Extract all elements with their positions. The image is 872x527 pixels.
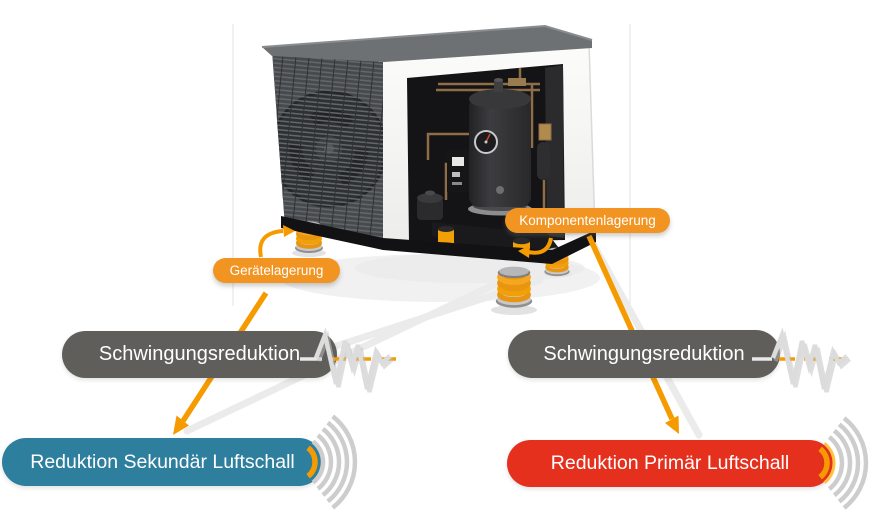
muffler	[537, 142, 550, 180]
primary-airborne-pill-text: Reduktion Primär Luftschall	[550, 452, 790, 474]
fan-grille	[272, 52, 383, 248]
arrowhead	[665, 415, 679, 434]
geraetelagerung-label-text: Gerätelagerung	[229, 263, 324, 278]
geraetelagerung-label: Gerätelagerung	[213, 258, 340, 283]
compressor	[468, 78, 532, 216]
cabinet-roof	[261, 24, 593, 62]
komponentenlagerung-label-text: Komponentenlagerung	[519, 213, 656, 228]
copper-piping	[426, 68, 546, 228]
secondary-airborne-pill-text: Reduktion Sekundär Luftschall	[30, 450, 295, 473]
arrowhead	[283, 225, 295, 237]
arrowhead	[518, 245, 530, 258]
spring-icon	[495, 266, 533, 308]
vibration-beam	[314, 276, 544, 356]
arrowhead	[173, 415, 189, 435]
pressure-gauge-icon	[474, 130, 498, 154]
komponentenlagerung-label: Komponentenlagerung	[505, 208, 670, 233]
vibration-pill-left: Schwingungsreduktion	[62, 331, 337, 378]
component-mount-left	[438, 226, 454, 248]
spring-icon	[544, 247, 570, 277]
fan-icon	[272, 90, 383, 208]
vibration-pill-left-text: Schwingungsreduktion	[98, 343, 301, 365]
brass-coupling	[538, 123, 552, 141]
arrow-component-mount-pointer	[527, 237, 553, 255]
primary-airborne-pill: Reduktion Primär Luftschall	[507, 440, 833, 487]
spring-icon	[295, 221, 323, 253]
arrow-device-mount-pointer	[258, 229, 284, 258]
vibration-pill-right: Schwingungsreduktion	[508, 330, 780, 378]
component-mount-right	[513, 237, 530, 262]
control-box	[447, 150, 469, 192]
arrow-komponentenlagerung-to-result	[586, 234, 675, 421]
vibration-pill-right-text: Schwingungsreduktion	[543, 342, 745, 365]
receiver-tank	[417, 190, 443, 220]
brass-fitting	[508, 78, 526, 86]
secondary-airborne-pill: Reduktion Sekundär Luftschall	[2, 438, 323, 486]
